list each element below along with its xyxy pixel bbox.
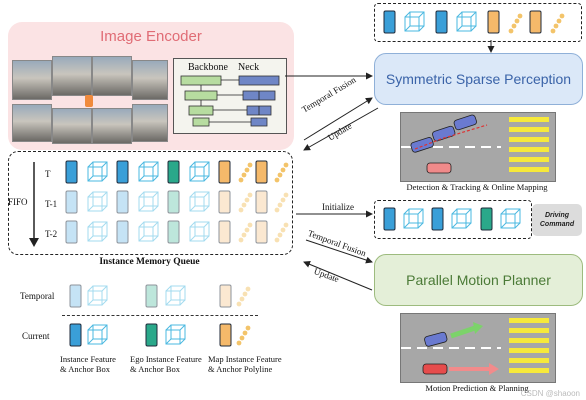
initialize-label: Initialize — [322, 202, 354, 212]
legend-instance-text: Instance Feature & Anchor Box — [60, 354, 116, 374]
fifo-arrow — [29, 162, 39, 247]
legend-ego-text: Ego Instance Feature & Anchor Box — [130, 354, 202, 374]
instance-memory-queue-box — [8, 151, 293, 255]
perception-queue-box — [374, 3, 582, 42]
memory-queue-title: Instance Memory Queue — [99, 257, 200, 267]
camera-images — [12, 54, 168, 144]
image-encoder-title: Image Encoder — [100, 28, 202, 45]
parallel-motion-planner-block: Parallel Motion Planner — [374, 254, 583, 306]
row-label-t-2: T-2 — [45, 229, 58, 239]
backbone-label: Backbone — [188, 62, 228, 73]
legend-icons — [69, 284, 251, 347]
neck-label: Neck — [238, 62, 260, 73]
planner-road-scene — [400, 313, 556, 383]
row-label-t-1: T-1 — [45, 199, 58, 209]
legend-separator — [62, 315, 258, 316]
planner-queue-box — [374, 200, 532, 239]
perception-scene-drawing — [401, 114, 549, 174]
legend-temporal-label: Temporal — [20, 291, 55, 301]
row-label-t: T — [45, 169, 51, 179]
legend-current-label: Current — [22, 331, 50, 341]
planner-scene-drawing — [401, 318, 549, 375]
perception-road-scene — [400, 112, 556, 182]
memory-row-t-2 — [65, 220, 289, 244]
memory-row-t — [65, 160, 289, 184]
memory-row-t-1 — [65, 190, 289, 214]
backbone-neck-diagram — [180, 75, 280, 127]
perception-queue-icons — [380, 8, 580, 36]
memory-queue-grid — [65, 160, 289, 244]
symmetric-sparse-perception-block: Symmetric Sparse Perception — [374, 53, 583, 105]
fifo-label: FIFO — [8, 197, 28, 207]
planner-queue-icons — [383, 207, 521, 231]
planner-caption: Motion Prediction & Planning — [425, 383, 529, 393]
driving-command-box: Driving Command — [532, 204, 582, 236]
perception-caption: Detection & Tracking & Online Mapping — [406, 182, 548, 192]
legend-map-text: Map Instance Feature & Anchor Polyline — [208, 354, 282, 374]
queue-icon-row — [383, 10, 565, 34]
ego-car-icon — [85, 95, 93, 107]
watermark: CSDN @shaoon — [520, 389, 580, 398]
